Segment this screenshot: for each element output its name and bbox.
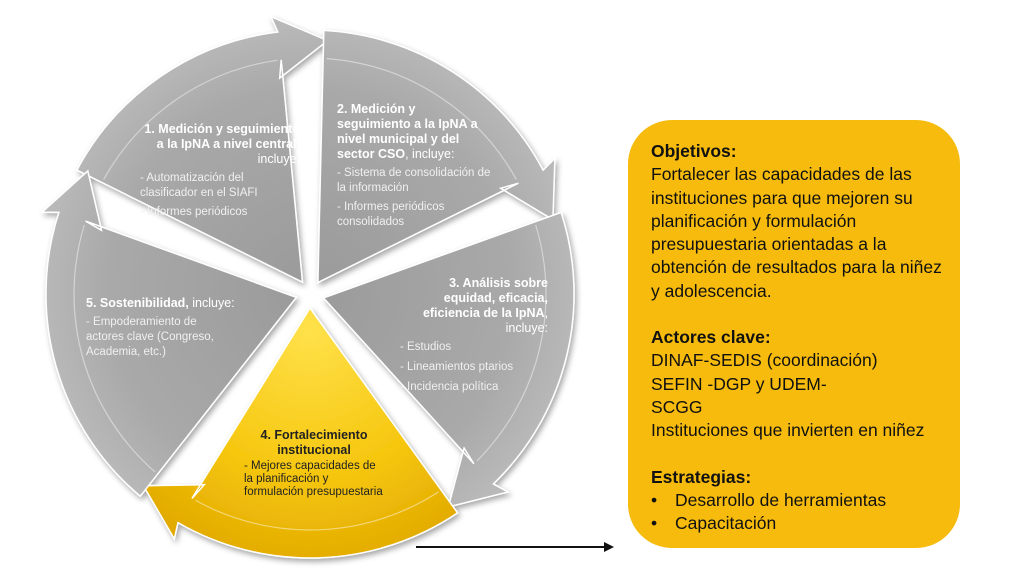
connector-arrowhead [604,542,614,552]
objectives-heading: Objetivos: [651,141,737,161]
strategy-item: Capacitación [651,512,942,535]
strategies-heading: Estrategias: [651,466,752,487]
strategy-item-label: Capacitación [675,513,777,534]
cycle-arrow-band-3 [476,224,547,462]
actors-heading: Actores clave: [651,327,771,348]
segment-3-item: - Lineamientos ptarios [400,361,514,373]
segment-4-text: 4. Fortalecimiento institucional - Mejor… [244,428,384,499]
actor-item: SCGG [651,396,703,417]
cycle-arrow-band-2 [326,58,517,180]
segment-1-item: - Informes periódicos [140,206,248,218]
segment-1-suffix: , incluye: [257,137,300,166]
segment-4-title: 4. Fortalecimiento institucional [260,428,368,457]
objectives-text: Fortalecer las capacidades de las instit… [651,164,942,301]
cycle-segment-4 [142,306,459,559]
segment-1-item: - Automatización del clasificador en el … [140,172,258,199]
cycle-segment-2 [317,29,556,284]
segment-2-title: 2. Medición y seguimiento a la IpNA a ni… [337,102,478,161]
cycle-arrow-band-5 [73,224,156,473]
cycle-arrow-band-4 [195,491,439,531]
segment-5-title: 5. Sostenibilidad, [86,296,189,310]
segment-3-text: 3. Análisis sobre equidad, eficacia, efi… [400,276,548,395]
actor-item: Instituciones que invierten en niñez [651,420,925,441]
strategy-item-label: Desarrollo de herramientas [675,489,887,510]
segment-3-title: 3. Análisis sobre equidad, eficacia, efi… [422,276,548,320]
actor-item: SEFIN -DGP y UDEM- [651,373,827,394]
segment-2-suffix: , incluye: [405,147,455,161]
cycle-arrow-band-1 [103,59,278,180]
segment-5-text: 5. Sostenibilidad, incluye: - Empoderami… [86,296,246,360]
strategy-item: Desarrollo de herramientas [651,489,942,512]
segment-3-item: - Incidencia política [400,381,499,393]
segment-2-item: - Sistema de consolidación de la informa… [337,167,491,194]
segment-4-item: - Mejores capacidades de la planificació… [244,460,383,498]
cycle-segment-3 [322,211,575,509]
segment-5-item: - Empoderamiento de actores clave (Congr… [86,316,214,358]
segment-3-item: - Estudios [400,341,452,353]
segment-2-item: - Informes periódicos consolidados [337,201,445,228]
objectives-box: Objetivos: Fortalecer las capacidades de… [628,120,960,548]
segment-1-title: 1. Medición y seguimiento a la IpNA a ni… [144,122,300,151]
actor-item: DINAF-SEDIS (coordinación) [651,350,878,371]
segment-2-text: 2. Medición y seguimiento a la IpNA a ni… [337,102,492,230]
segment-3-suffix: , incluye: [505,306,548,335]
strategies-list: Desarrollo de herramientas Capacitación [651,489,942,536]
cycle-segment-1 [75,15,330,284]
cycle-segment-5 [40,169,298,498]
segment-5-suffix: incluye: [188,296,235,310]
segment-1-text: 1. Medición y seguimiento a la IpNA a ni… [140,122,300,220]
